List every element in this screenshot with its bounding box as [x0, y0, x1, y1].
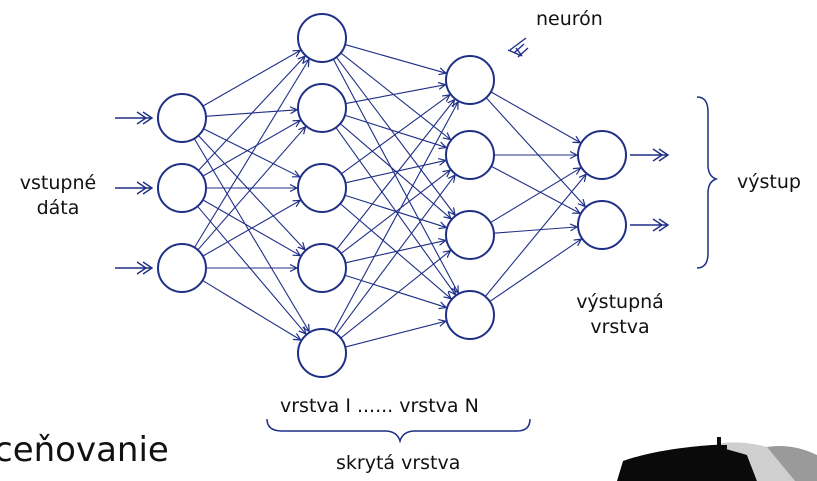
annotation-strokes: [266, 37, 719, 444]
connection-arrow: [193, 138, 309, 332]
connection-arrow: [485, 97, 585, 207]
connection-arrow: [340, 251, 451, 339]
connection-arrow: [490, 91, 580, 143]
connections-group: [193, 44, 586, 348]
connection-arrow: [340, 170, 450, 254]
connection-arrow: [345, 85, 446, 105]
connection-arrow: [345, 240, 445, 264]
neuron-node: [157, 163, 207, 213]
connection-arrow: [336, 100, 455, 250]
hidden-layer-label: skrytá vrstva: [336, 452, 461, 474]
input-arrow: [115, 111, 154, 125]
connection-arrow: [197, 56, 305, 171]
neuron-node: [445, 55, 495, 105]
connection-arrow: [341, 95, 449, 175]
connection-arrow: [490, 165, 580, 213]
neuron-node: [297, 83, 347, 133]
neuron-node: [297, 243, 347, 293]
output-layer-line-1: výstupná: [576, 291, 664, 313]
input-arrow: [115, 261, 154, 275]
neuron-node: [297, 163, 347, 213]
connection-arrow: [197, 135, 305, 250]
neuron-pointer-icon: [507, 37, 527, 57]
corner-photo-fragment: [617, 437, 817, 481]
input-label-line-2: dáta: [36, 197, 80, 219]
connection-arrow: [344, 44, 446, 74]
connection-arrow: [344, 114, 446, 147]
hidden-layers-brace: [266, 418, 531, 444]
neuron-node: [445, 210, 495, 260]
neuron-label: neurón: [536, 8, 603, 30]
connection-arrow: [194, 59, 309, 248]
neurons-group: [157, 13, 627, 378]
connection-arrow: [493, 227, 577, 234]
connection-arrow: [202, 120, 300, 177]
output-arrow: [630, 148, 670, 162]
neuron-node: [297, 328, 347, 378]
hidden-range-label: vrstva I ...... vrstva N: [280, 395, 479, 417]
connection-arrow: [345, 321, 446, 348]
connection-arrow: [345, 160, 445, 184]
connection-arrow: [490, 168, 581, 224]
input-label-line-1: vstupné: [19, 172, 97, 194]
neuron-node: [577, 200, 627, 250]
connection-arrow: [202, 279, 301, 340]
connection-arrow: [197, 205, 306, 334]
neuron-node: [577, 130, 627, 180]
connection-arrow: [484, 174, 586, 297]
connection-arrow: [335, 175, 455, 335]
io-arrows-group: [115, 111, 670, 275]
neuron-node: [157, 243, 207, 293]
neuron-node: [297, 13, 347, 63]
connection-arrow: [197, 127, 306, 251]
output-brace: [696, 96, 719, 269]
output-layer-label: výstupná vrstva: [560, 290, 680, 340]
partial-heading-text: ceňovanie: [0, 430, 169, 470]
output-layer-line-2: vrstva: [590, 316, 650, 338]
neuron-node: [157, 93, 207, 143]
output-arrow: [630, 218, 670, 232]
connection-arrow: [489, 239, 582, 302]
connection-arrow: [332, 102, 458, 333]
connection-arrow: [335, 56, 455, 215]
connection-arrow: [202, 50, 300, 107]
output-label: výstup: [737, 171, 801, 193]
input-arrow: [115, 181, 154, 195]
connection-arrow: [332, 58, 458, 293]
neuron-node: [445, 290, 495, 340]
connection-arrow: [202, 200, 300, 257]
connection-arrow: [340, 52, 451, 140]
input-data-label: vstupné dáta: [18, 171, 98, 221]
neuron-node: [445, 130, 495, 180]
